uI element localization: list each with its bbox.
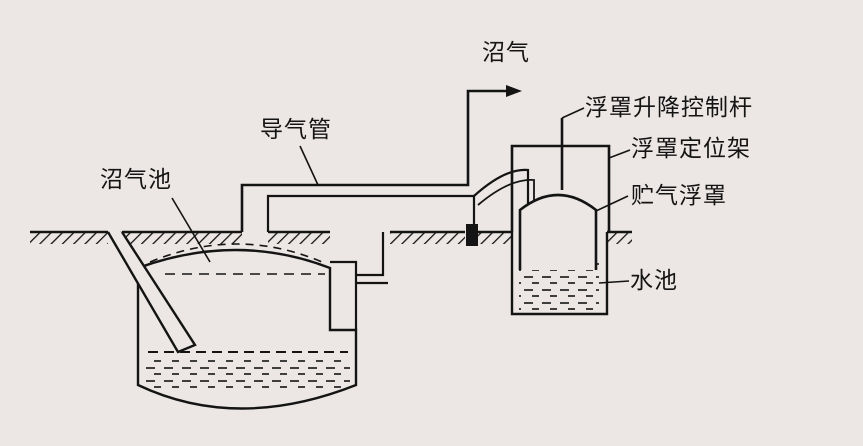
inlet-pipe (106, 231, 197, 354)
ground-hatch-tank (478, 232, 512, 244)
leader-digester (171, 197, 211, 263)
gas-float-cover (518, 193, 598, 270)
digester-gas-dome (149, 243, 323, 263)
feed-hose (473, 168, 530, 232)
outlet-chamber (330, 232, 388, 330)
ground-hatch-dome-left (122, 232, 242, 244)
label-digester: 沼气池 (100, 167, 172, 193)
leader-gas-pipe (299, 145, 319, 186)
ground-hatch-dome-right (268, 232, 330, 244)
label-float-frame: 浮罩定位架 (631, 136, 751, 162)
leader-water-tank (598, 280, 630, 284)
ground-hatch-middle (390, 232, 465, 244)
label-gas-pipe: 导气管 (260, 117, 332, 143)
label-biogas: 沼气 (482, 40, 530, 66)
water-tank-wall (510, 232, 609, 316)
ground-hatch-right (607, 232, 632, 244)
label-gas-float-cover: 贮气浮罩 (631, 183, 727, 209)
gas-pipe (240, 89, 516, 232)
label-water-tank: 水池 (630, 268, 678, 294)
leader-float-lift-rod (561, 107, 585, 119)
leader-float-frame (608, 149, 631, 159)
ground-hatch-left (30, 232, 108, 244)
biogas-arrow-head (506, 85, 522, 97)
digester-liquid (145, 356, 350, 389)
pipe-base-block (466, 224, 478, 246)
label-float-lift-rod: 浮罩升降控制杆 (585, 95, 753, 121)
float-frame (510, 144, 611, 232)
leader-gas-float-cover (595, 195, 629, 212)
gas-pipe-inner (266, 194, 476, 232)
